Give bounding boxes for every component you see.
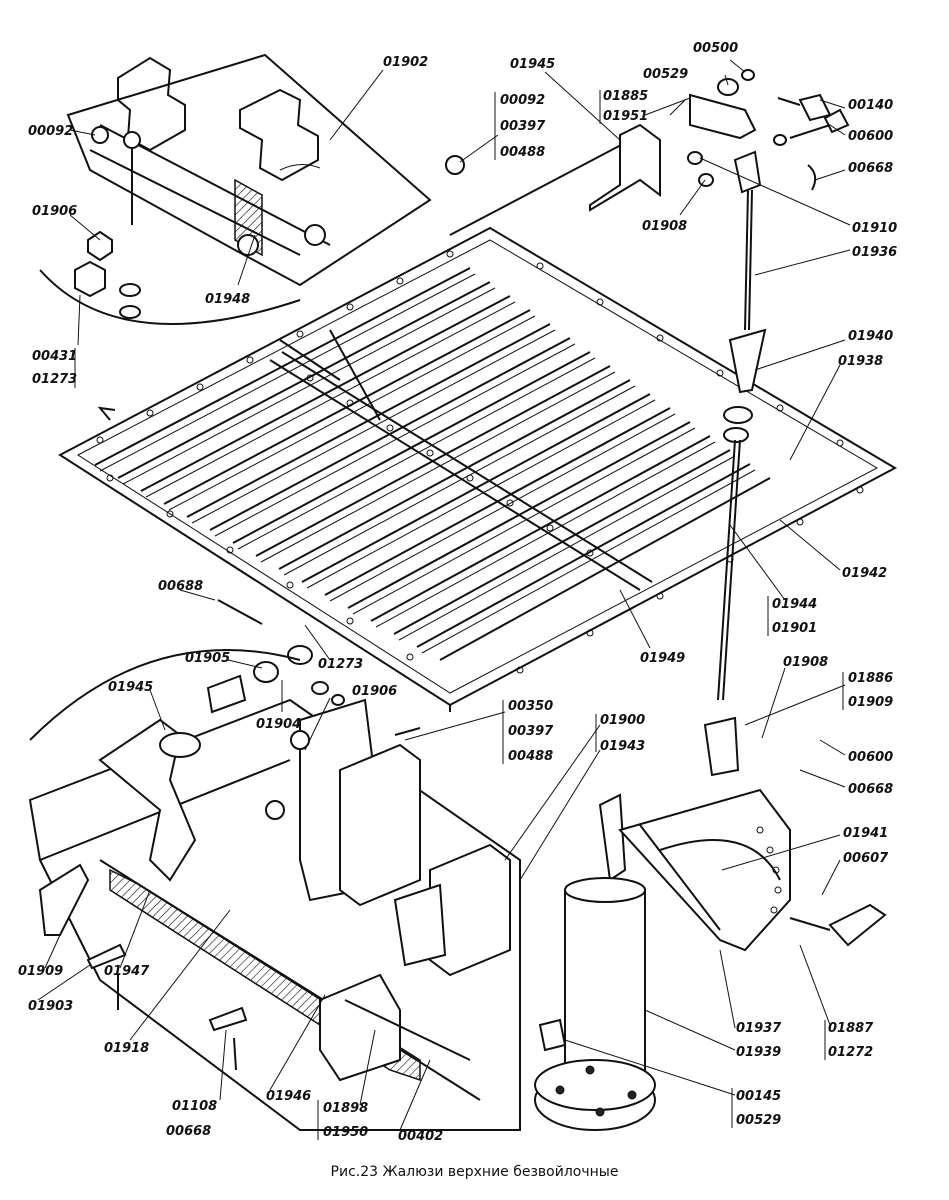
part-label: 00600 (848, 750, 893, 765)
part-label: 01273 (318, 657, 363, 672)
part-label: 00140 (848, 98, 893, 113)
part-label: 00529 (736, 1113, 781, 1128)
part-label: 00397 (500, 119, 546, 134)
leader-lines (37, 59, 851, 1131)
part-label: 01949 (640, 651, 685, 666)
cross-beam (269, 329, 653, 591)
part-label: 01903 (28, 999, 73, 1014)
part-label: 00688 (158, 579, 203, 594)
part-label: 01108 (172, 1099, 217, 1114)
part-label: 00500 (693, 41, 738, 56)
part-label: 01946 (266, 1089, 311, 1104)
part-label: 01951 (603, 109, 648, 124)
part-label: 01937 (736, 1021, 782, 1036)
part-label: 00397 (508, 724, 554, 739)
detail-top-left (39, 53, 465, 421)
part-label: 01887 (828, 1021, 874, 1036)
part-label: 01273 (32, 372, 77, 387)
detail-center-small-parts (29, 599, 421, 741)
detail-bottom-left (28, 698, 521, 1131)
part-label: 01918 (104, 1041, 149, 1056)
part-label: 01939 (736, 1045, 781, 1060)
part-label: 01908 (783, 655, 828, 670)
part-label: 01905 (185, 651, 230, 666)
part-label: 01909 (848, 695, 893, 710)
part-label: 01938 (838, 354, 883, 369)
part-label: 01906 (352, 684, 397, 699)
part-label: 00668 (848, 161, 893, 176)
slat-profile-left (117, 56, 319, 182)
panel-holes (96, 250, 864, 674)
label-brackets (74, 90, 844, 1140)
part-label: 01886 (848, 671, 893, 686)
part-label: 01898 (323, 1101, 368, 1116)
part-label: 00145 (736, 1089, 781, 1104)
part-label: 00607 (843, 851, 889, 866)
part-label: 00350 (508, 699, 553, 714)
part-label: 01910 (852, 221, 897, 236)
part-label: 01885 (603, 89, 648, 104)
part-label: 01941 (843, 826, 888, 841)
part-label: 01943 (600, 739, 645, 754)
part-label: 01942 (842, 566, 887, 581)
part-label: 00092 (500, 93, 545, 108)
part-labels: 01902 01945 00500 00529 00140 01885 0195… (18, 41, 897, 1144)
part-label: 01902 (383, 55, 428, 70)
part-label: 01950 (323, 1125, 368, 1140)
part-label: 00488 (508, 749, 553, 764)
part-label: 01906 (32, 204, 77, 219)
part-label: 00668 (166, 1124, 211, 1139)
detail-bottom-right-actuator (534, 788, 887, 1131)
part-label: 00431 (32, 349, 77, 364)
part-label: 01936 (852, 245, 897, 260)
part-label: 01947 (104, 964, 150, 979)
part-label: 01900 (600, 713, 645, 728)
part-label: 01904 (256, 717, 301, 732)
part-label: 00402 (398, 1129, 443, 1144)
part-label: 01945 (510, 57, 555, 72)
part-label: 01948 (205, 292, 250, 307)
tie-rod (703, 150, 767, 777)
part-label: 00600 (848, 129, 893, 144)
detail-top-right-linkage (449, 69, 850, 777)
part-label: 01901 (772, 621, 817, 636)
part-label: 01945 (108, 680, 153, 695)
louvre-panel (58, 226, 898, 712)
part-label: 01908 (642, 219, 687, 234)
part-label: 01940 (848, 329, 893, 344)
figure-caption: Рис.23 Жалюзи верхние безвойлочные (330, 1164, 619, 1180)
part-label: 00529 (643, 67, 688, 82)
part-label: 00668 (848, 782, 893, 797)
part-label: 01272 (828, 1045, 873, 1060)
part-label: 00488 (500, 145, 545, 160)
part-label: 00092 (28, 124, 73, 139)
part-label: 01909 (18, 964, 63, 979)
part-label: 01944 (772, 597, 817, 612)
